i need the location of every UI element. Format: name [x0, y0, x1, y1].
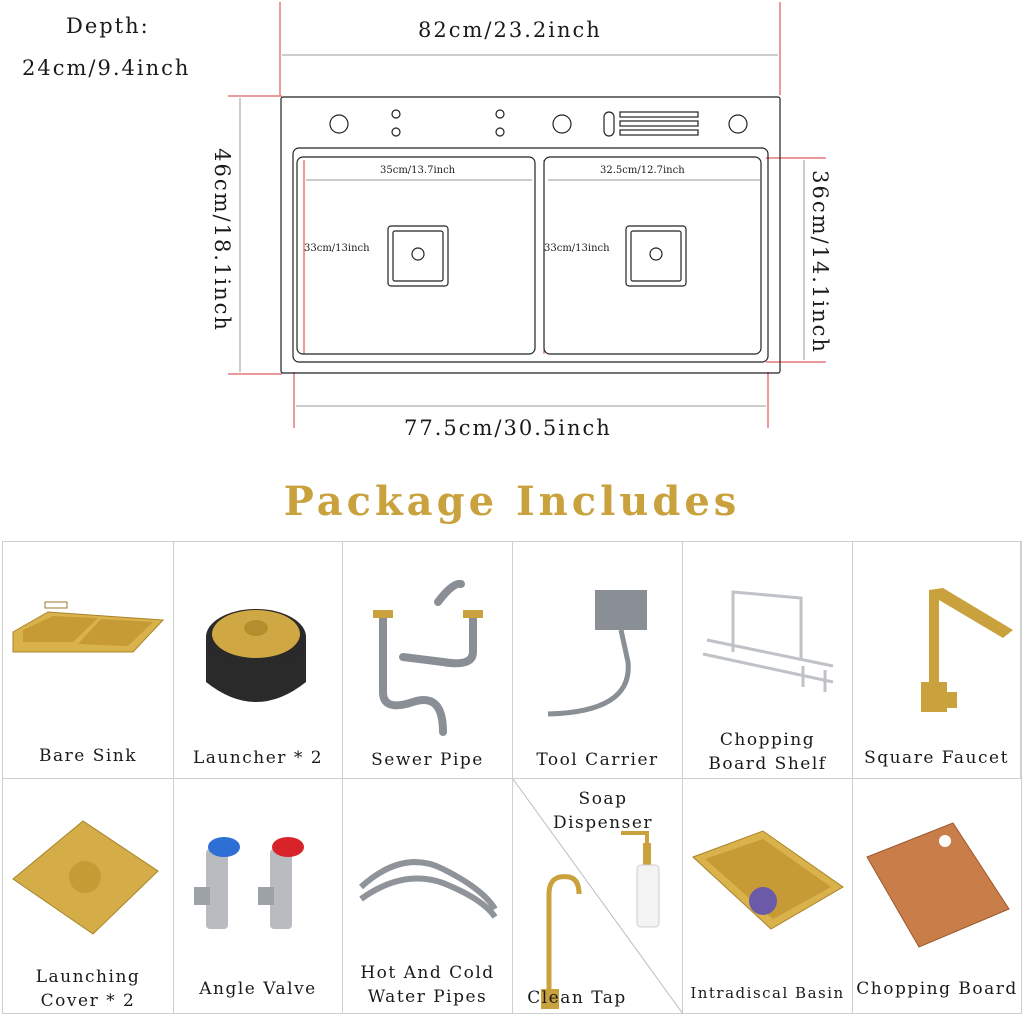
basin-icon: [692, 830, 844, 930]
tool-carrier-icon: [547, 590, 647, 717]
depth-label: Depth:: [66, 14, 150, 38]
package-items-grid: Bare Sink Launcher * 2 Sewer Pipe Tool C…: [2, 541, 1022, 1015]
package-includes-title: Package Includes: [283, 478, 741, 525]
item-label: Tool Carrier: [536, 750, 659, 770]
shelf-icon: [702, 590, 834, 692]
sink-icon: [12, 601, 165, 653]
cover-icon: [12, 820, 159, 935]
top-width-label: 82cm/23.2inch: [418, 18, 602, 42]
tap-icon: [541, 874, 582, 1009]
item-launcher: Launcher * 2: [174, 542, 343, 779]
item-label: Bare Sink: [38, 746, 138, 766]
item-label: Angle Valve: [199, 979, 317, 999]
item-angle-valve: Angle Valve: [174, 779, 343, 1014]
item-sewer-pipe: Sewer Pipe: [343, 542, 513, 779]
hose-icon: [358, 859, 498, 919]
launcher-icon: [206, 609, 306, 702]
item-label: Launcher * 2: [192, 748, 324, 768]
valve-icon: [194, 837, 304, 929]
item-square-faucet: Square Faucet: [853, 542, 1021, 779]
bottom-width-label: 77.5cm/30.5inch: [404, 416, 612, 440]
item-label: Intradiscal Basin: [690, 984, 845, 1002]
item-label: Sewer Pipe: [371, 750, 484, 770]
item-chopping-board: Chopping Board: [853, 779, 1021, 1014]
board-icon: [866, 822, 1010, 948]
item-bare-sink: Bare Sink: [3, 542, 174, 779]
soap-dispenser-icon: [621, 831, 660, 928]
faucet-icon: [921, 588, 1013, 712]
item-intradiscal-basin: Intradiscal Basin: [683, 779, 853, 1014]
depth-value: 24cm/9.4inch: [22, 56, 191, 80]
sewer-pipe-icon: [373, 579, 483, 736]
sink-dimension-diagram: [228, 2, 826, 428]
basin-left-width: 35cm/13.7inch: [380, 165, 456, 176]
basin-right-height: 33cm/13inch: [544, 243, 610, 254]
item-tool-carrier: Tool Carrier: [513, 542, 683, 779]
clean-tap-label: Clean Tap: [527, 988, 627, 1008]
split-divider: [512, 778, 684, 1015]
item-label: Square Faucet: [864, 748, 1009, 768]
basin-left-height: 33cm/13inch: [304, 243, 370, 254]
item-label: Chopping Board: [856, 979, 1018, 999]
basin-right-width: 32.5cm/12.7inch: [600, 165, 685, 176]
